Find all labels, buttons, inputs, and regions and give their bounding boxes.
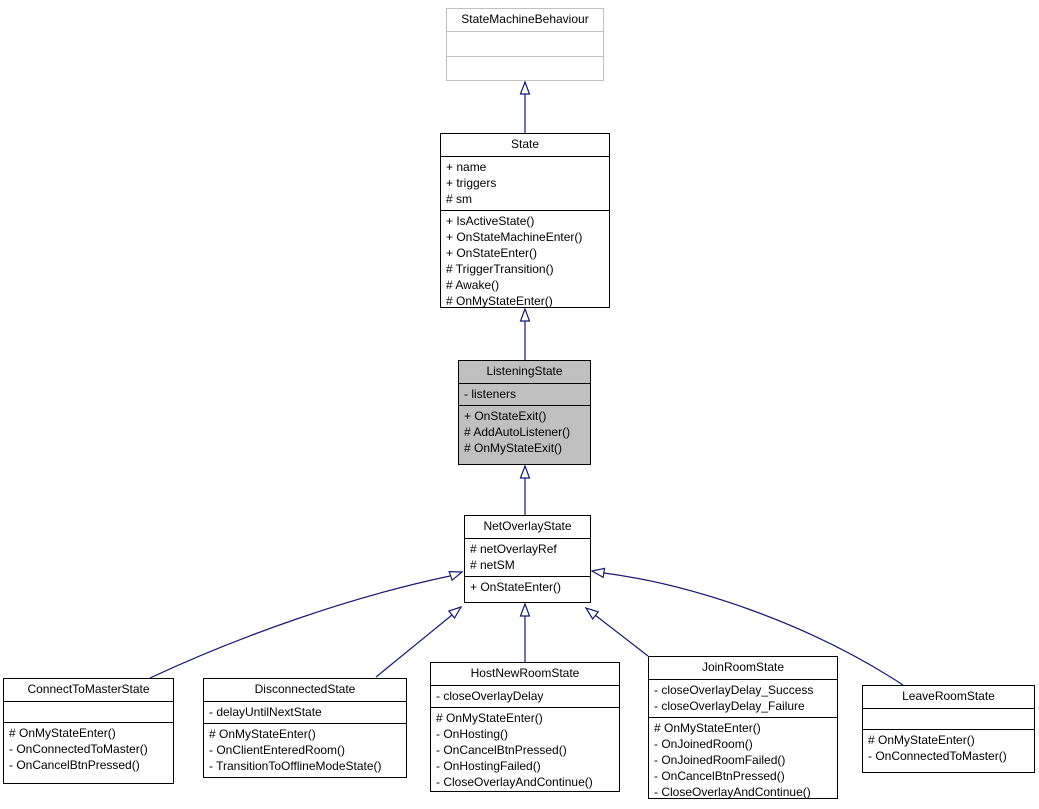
- attributes-compartment: - closeOverlayDelay: [431, 685, 619, 707]
- class-name: State: [510, 137, 540, 151]
- class-name: NetOverlayState: [483, 519, 572, 533]
- member-line: # TriggerTransition(): [446, 262, 554, 276]
- class-box-connecttomasterstate[interactable]: ConnectToMasterState # OnMyStateEnter() -…: [3, 678, 174, 784]
- member-line: + OnStateEnter(): [446, 246, 538, 260]
- attributes-compartment: [863, 708, 1034, 729]
- member-line: + OnStateEnter(): [470, 580, 562, 594]
- member-line: # OnMyStateExit(): [464, 441, 563, 455]
- member-line: + OnStateExit(): [464, 409, 547, 423]
- member-line: - OnJoinedRoomFailed(): [654, 753, 786, 767]
- member-line: - OnCancelBtnPressed(): [9, 758, 140, 772]
- class-box-statemachinebehaviour: StateMachineBehaviour: [446, 8, 604, 81]
- methods-compartment: # OnMyStateEnter() - OnClientEnteredRoom(…: [204, 723, 406, 777]
- member-line: # Awake(): [446, 278, 500, 292]
- member-line: - OnJoinedRoom(): [654, 737, 753, 751]
- methods-compartment: # OnMyStateEnter() - OnConnectedToMaster(…: [4, 722, 173, 783]
- member-line: - listeners: [464, 387, 517, 401]
- member-line: - closeOverlayDelay_Success: [654, 683, 814, 697]
- member-line: + OnStateMachineEnter(): [446, 230, 583, 244]
- methods-compartment: # OnMyStateEnter() - OnConnectedToMaster(…: [863, 729, 1034, 772]
- class-box-hostnewroomstate[interactable]: HostNewRoomState - closeOverlayDelay # O…: [430, 662, 620, 792]
- member-line: - OnClientEnteredRoom(): [209, 743, 346, 757]
- member-line: # netOverlayRef: [470, 542, 557, 556]
- attributes-compartment: - listeners: [459, 383, 590, 405]
- methods-compartment: + OnStateEnter(): [465, 576, 590, 602]
- member-line: + IsActiveState(): [446, 214, 535, 228]
- class-box-joinroomstate[interactable]: JoinRoomState - closeOverlayDelay_Succes…: [648, 656, 838, 799]
- member-line: - CloseOverlayAndContinue(): [436, 775, 593, 789]
- member-line: - OnCancelBtnPressed(): [654, 769, 785, 783]
- member-line: - closeOverlayDelay_Failure: [654, 699, 805, 713]
- member-line: # netSM: [470, 558, 515, 572]
- edge-listeningstate-to-state: [519, 307, 531, 360]
- attributes-compartment: [447, 31, 603, 56]
- methods-compartment: + IsActiveState() + OnStateMachineEnter()…: [441, 210, 609, 307]
- member-line: - OnHosting(): [436, 727, 509, 741]
- class-name: JoinRoomState: [701, 660, 785, 674]
- attributes-compartment: - closeOverlayDelay_Success - closeOverla…: [649, 679, 837, 717]
- member-line: - OnHostingFailed(): [436, 759, 541, 773]
- class-box-leaveroomstate[interactable]: LeaveRoomState # OnMyStateEnter() - OnCon…: [862, 685, 1035, 773]
- edge-netoverlaystate-to-listeningstate: [519, 464, 531, 515]
- class-box-netoverlaystate[interactable]: NetOverlayState # netOverlayRef # netSM +…: [464, 515, 591, 603]
- edge-hostnewroomstate-to-netoverlaystate: [519, 602, 531, 662]
- methods-compartment: + OnStateExit() # AddAutoListener() # OnMy…: [459, 405, 590, 464]
- class-name: HostNewRoomState: [470, 666, 580, 680]
- attributes-compartment: # netOverlayRef # netSM: [465, 538, 590, 576]
- class-name: DisconnectedState: [254, 682, 356, 696]
- class-name: StateMachineBehaviour: [461, 12, 589, 26]
- methods-compartment: [447, 55, 603, 81]
- methods-compartment: # OnMyStateEnter() - OnJoinedRoom() - OnJo…: [649, 717, 837, 798]
- class-box-disconnectedstate[interactable]: DisconnectedState - delayUntilNextState …: [203, 678, 407, 778]
- member-line: # OnMyStateEnter(): [209, 727, 316, 741]
- member-line: + triggers: [446, 176, 497, 190]
- class-name: LeaveRoomState: [902, 689, 995, 703]
- member-line: + name: [446, 160, 487, 174]
- edge-state-to-statemachinebehaviour: [519, 80, 531, 133]
- class-name: ListeningState: [486, 364, 563, 378]
- attributes-compartment: [4, 701, 173, 722]
- class-box-listeningstate: ListeningState - listeners + OnStateExit…: [458, 360, 591, 465]
- member-line: # OnMyStateEnter(): [654, 721, 761, 735]
- member-line: # OnMyStateEnter(): [446, 294, 553, 307]
- member-line: - OnCancelBtnPressed(): [436, 743, 567, 757]
- attributes-compartment: - delayUntilNextState: [204, 701, 406, 723]
- edge-connecttomasterstate-to-netoverlaystate: [149, 571, 464, 679]
- member-line: # OnMyStateEnter(): [9, 726, 116, 740]
- member-line: # AddAutoListener(): [464, 425, 571, 439]
- class-box-state[interactable]: State + name + triggers # sm + IsActiveSta…: [440, 133, 610, 308]
- member-line: - OnConnectedToMaster(): [868, 749, 1007, 763]
- member-line: - TransitionToOfflineModeState(): [209, 759, 382, 773]
- methods-compartment: # OnMyStateEnter() - OnHosting() - OnCance…: [431, 707, 619, 791]
- member-line: - OnConnectedToMaster(): [9, 742, 148, 756]
- class-name: ConnectToMasterState: [27, 682, 150, 696]
- member-line: # sm: [446, 192, 473, 206]
- member-line: - delayUntilNextState: [209, 705, 322, 719]
- attributes-compartment: + name + triggers # sm: [441, 156, 609, 210]
- member-line: # OnMyStateEnter(): [868, 733, 975, 747]
- member-line: - CloseOverlayAndContinue(): [654, 785, 811, 798]
- edge-joinroomstate-to-netoverlaystate: [584, 606, 649, 657]
- member-line: - closeOverlayDelay: [436, 689, 544, 703]
- member-line: # OnMyStateEnter(): [436, 711, 543, 725]
